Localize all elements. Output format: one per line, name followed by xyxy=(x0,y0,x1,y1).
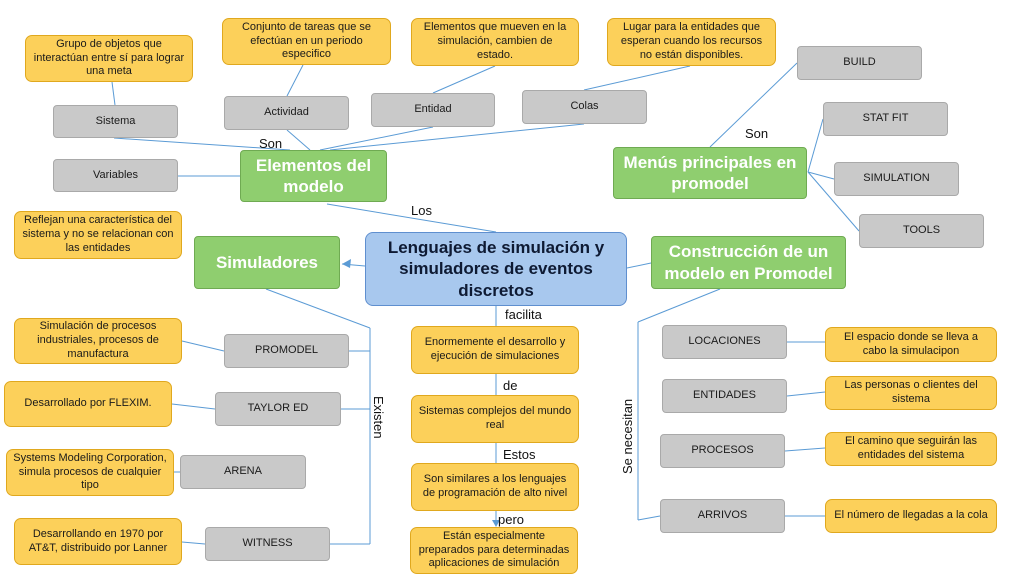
son-label-elementos: Son xyxy=(259,136,283,151)
promodel-description: Simulación de procesos industriales, pro… xyxy=(14,318,182,364)
elementos-del-modelo-node: Elementos del modelo xyxy=(240,150,387,202)
central-topic: Lenguajes de simulación y simuladores de… xyxy=(365,232,627,306)
colas-description: Lugar para la entidades que esperan cuan… xyxy=(607,18,776,66)
entidades-description: Las personas o clientes del sistema xyxy=(825,376,997,410)
menu-build: BUILD xyxy=(797,46,922,80)
witness-description: Desarrollando en 1970 por AT&T, distribu… xyxy=(14,518,182,565)
procesos-description: El camino que seguirán las entidades del… xyxy=(825,432,997,466)
locaciones-node: LOCACIONES xyxy=(662,325,787,359)
construccion-node: Construcción de un modelo en Promodel xyxy=(651,236,846,289)
se-necesitan-label: Se necesitan xyxy=(620,398,635,474)
menus-principales-node: Menús principales en promodel xyxy=(613,147,807,199)
variables-node: Variables xyxy=(53,159,178,192)
taylor-ed-description: Desarrollado por FLEXIM. xyxy=(4,381,172,427)
menu-tools: TOOLS xyxy=(859,214,984,248)
facilita-label: facilita xyxy=(505,307,542,322)
son-label-menus: Son xyxy=(745,126,769,141)
menu-simulation: SIMULATION xyxy=(834,162,959,196)
simuladores-node: Simuladores xyxy=(194,236,340,289)
colas-node: Colas xyxy=(522,90,647,124)
entidades-node: ENTIDADES xyxy=(662,379,787,413)
pero-label: pero xyxy=(498,512,525,527)
witness-node: WITNESS xyxy=(205,527,330,561)
chain-box-1: Enormemente el desarrollo y ejecución de… xyxy=(411,326,579,374)
entidad-node: Entidad xyxy=(371,93,495,127)
arena-node: ARENA xyxy=(180,455,306,489)
entidad-description: Elementos que mueven en la simulación, c… xyxy=(411,18,579,66)
chain-box-2: Sistemas complejos del mundo real xyxy=(411,395,579,443)
locaciones-description: El espacio donde se lleva a cabo la simu… xyxy=(825,327,997,362)
existen-label: Existen xyxy=(371,396,386,439)
chain-box-4: Están especialmente preparados para dete… xyxy=(410,527,578,574)
menu-stat-fit: STAT FIT xyxy=(823,102,948,136)
estos-label: Estos xyxy=(503,447,536,462)
actividad-description: Conjunto de tareas que se efectúan en un… xyxy=(222,18,391,65)
sistema-node: Sistema xyxy=(53,105,178,138)
taylor-ed-node: TAYLOR ED xyxy=(215,392,341,426)
arrivos-node: ARRIVOS xyxy=(660,499,785,533)
simuladores-description: Reflejan una característica del sistema … xyxy=(14,211,182,259)
promodel-node: PROMODEL xyxy=(224,334,349,368)
sistema-description: Grupo de objetos que interactúan entre s… xyxy=(25,35,193,82)
actividad-node: Actividad xyxy=(224,96,349,130)
arena-description: Systems Modeling Corporation, simula pro… xyxy=(6,449,174,496)
arrivos-description: El número de llegadas a la cola xyxy=(825,499,997,533)
de-label: de xyxy=(503,378,518,393)
chain-box-3: Son similares a los lenguajes de program… xyxy=(411,463,579,511)
procesos-node: PROCESOS xyxy=(660,434,785,468)
los-label: Los xyxy=(411,203,432,218)
